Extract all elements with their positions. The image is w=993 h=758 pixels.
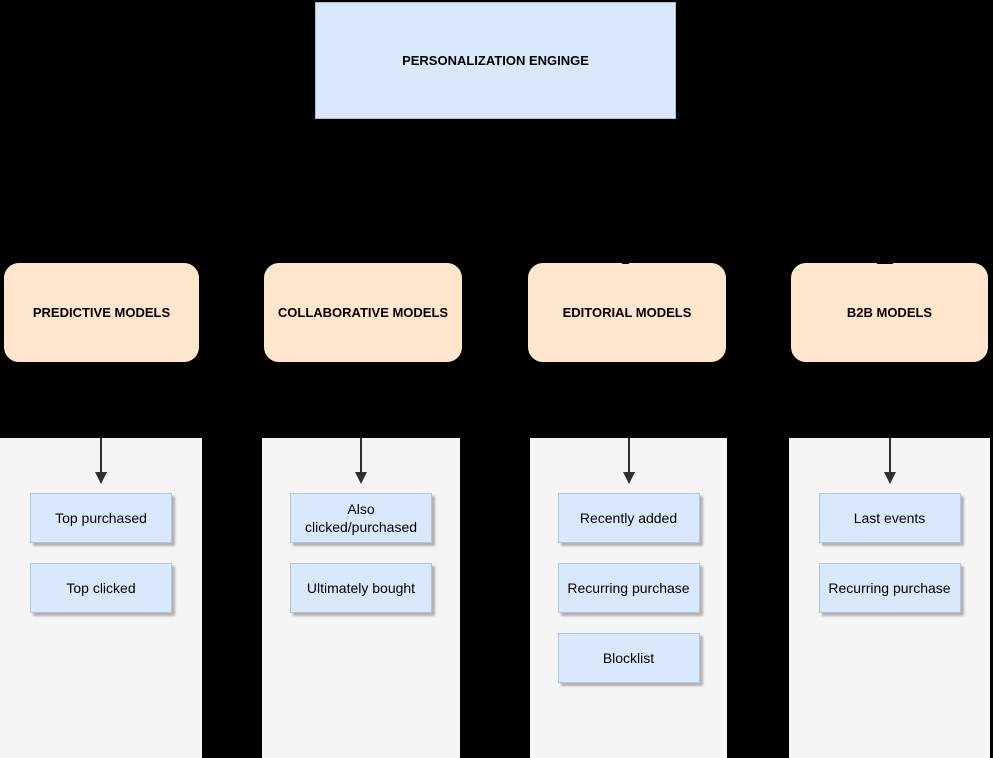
arrow-line xyxy=(888,438,891,472)
arrow-head xyxy=(95,472,107,484)
category-label: EDITORIAL MODELS xyxy=(562,305,692,320)
model-item: Also clicked/purchased xyxy=(290,493,432,543)
panel-editorial-models: Recently added Recurring purchase Blockl… xyxy=(530,438,727,758)
category-node-b2b-models: B2B MODELS xyxy=(790,262,989,363)
arrow-line xyxy=(100,438,102,472)
panel-b2b-models: Last events Recurring purchase xyxy=(789,438,990,758)
arrow-line xyxy=(360,438,362,472)
item-list: Last events Recurring purchase xyxy=(818,493,961,613)
arrow-head xyxy=(883,472,896,484)
category-label: COLLABORATIVE MODELS xyxy=(277,305,449,320)
connector-stub xyxy=(622,261,629,264)
model-item: Recently added xyxy=(557,493,700,543)
item-list: Also clicked/purchased Ultimately bought xyxy=(290,493,432,613)
connector-stub xyxy=(877,260,893,264)
model-item: Top purchased xyxy=(30,493,172,543)
item-list: Top purchased Top clicked xyxy=(30,493,172,613)
model-item: Blocklist xyxy=(557,633,700,683)
item-list: Recently added Recurring purchase Blockl… xyxy=(557,493,700,683)
down-arrow-icon xyxy=(355,438,367,484)
arrow-line xyxy=(627,438,630,472)
root-node-personalization-engine: PERSONALIZATION ENGINGE xyxy=(315,2,676,119)
root-node-label: PERSONALIZATION ENGINGE xyxy=(402,53,589,68)
down-arrow-icon xyxy=(95,438,107,484)
arrow-head xyxy=(622,472,635,484)
model-item: Recurring purchase xyxy=(557,563,700,613)
category-label: PREDICTIVE MODELS xyxy=(32,305,171,320)
category-label: B2B MODELS xyxy=(846,305,933,320)
model-item: Top clicked xyxy=(30,563,172,613)
down-arrow-icon xyxy=(622,438,635,484)
arrow-head xyxy=(355,472,367,484)
category-node-collaborative-models: COLLABORATIVE MODELS xyxy=(263,262,463,363)
panel-predictive-models: Top purchased Top clicked xyxy=(0,438,202,758)
model-item: Last events xyxy=(818,493,961,543)
category-node-editorial-models: EDITORIAL MODELS xyxy=(527,262,727,363)
category-node-predictive-models: PREDICTIVE MODELS xyxy=(3,262,200,363)
panel-collaborative-models: Also clicked/purchased Ultimately bought xyxy=(262,438,460,758)
down-arrow-icon xyxy=(883,438,896,484)
model-item: Recurring purchase xyxy=(818,563,961,613)
model-item: Ultimately bought xyxy=(290,563,432,613)
